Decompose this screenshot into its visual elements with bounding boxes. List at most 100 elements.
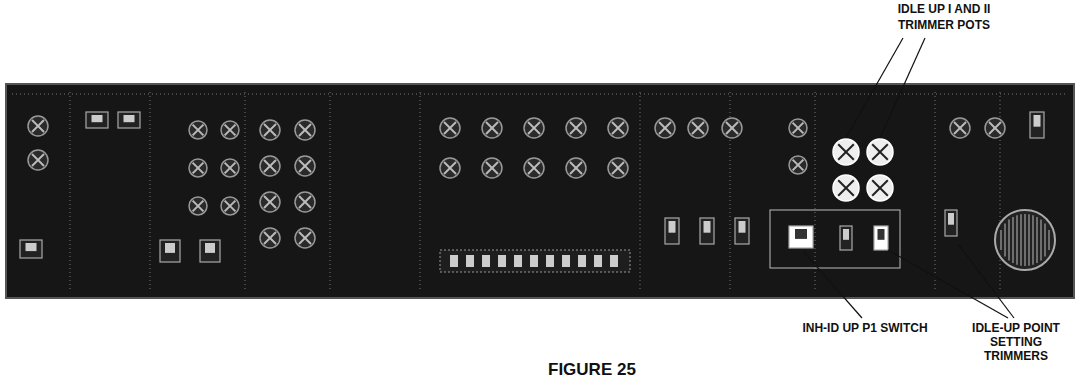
pot-slot bbox=[193, 125, 204, 136]
pot-slot bbox=[954, 122, 966, 134]
pot-slot bbox=[444, 122, 456, 134]
pot-slot bbox=[486, 122, 498, 134]
trimmer-pot bbox=[189, 197, 207, 215]
slide-switch bbox=[735, 218, 749, 244]
slide-switch bbox=[840, 226, 852, 250]
leader-line bbox=[804, 252, 862, 318]
trimmer-pot bbox=[833, 175, 859, 201]
switch-knob bbox=[739, 221, 746, 233]
trimmer-pot bbox=[260, 120, 280, 140]
grille-bar bbox=[1012, 217, 1014, 263]
pot-slot bbox=[32, 120, 44, 132]
slide-switch bbox=[20, 240, 42, 258]
connector-pin bbox=[450, 255, 458, 267]
pot-slot bbox=[570, 122, 582, 134]
grille-bar bbox=[1028, 214, 1030, 265]
leader-line bbox=[846, 38, 903, 138]
connector-pin bbox=[562, 255, 570, 267]
trimmer-pot bbox=[260, 228, 280, 248]
pot-slot bbox=[299, 196, 311, 208]
callout-label: IDLE UP I AND II bbox=[878, 2, 1010, 16]
pot-slot bbox=[444, 122, 456, 134]
pot-slot bbox=[612, 162, 624, 174]
trimmer-pot bbox=[524, 118, 544, 138]
grille-bar bbox=[1032, 215, 1034, 264]
switch-knob bbox=[205, 243, 215, 253]
slide-switch bbox=[700, 218, 714, 244]
section-divider bbox=[245, 92, 246, 292]
pot-slot bbox=[726, 122, 738, 134]
pot-slot bbox=[225, 125, 236, 136]
pot-slot bbox=[264, 124, 276, 136]
trimmer-pot bbox=[295, 192, 315, 212]
section-divider bbox=[70, 92, 71, 292]
trimmer-pot bbox=[566, 118, 586, 138]
pot-slot bbox=[486, 162, 498, 174]
trimmer-pot bbox=[789, 119, 807, 137]
pot-slot bbox=[264, 232, 276, 244]
trimmer-pot bbox=[867, 175, 893, 201]
figure-caption: FIGURE 25 bbox=[548, 360, 636, 380]
trimmer-pot bbox=[28, 116, 48, 136]
pot-slot bbox=[299, 232, 311, 244]
pot-slot bbox=[225, 163, 236, 174]
trimmer-pot bbox=[440, 118, 460, 138]
pot-slot bbox=[989, 122, 1001, 134]
pot-slot bbox=[793, 160, 804, 171]
pot-slot bbox=[32, 120, 44, 132]
trimmer-pot bbox=[295, 228, 315, 248]
pot-slot bbox=[528, 122, 540, 134]
trimmer-pot bbox=[295, 156, 315, 176]
pot-slot bbox=[193, 201, 204, 212]
trimmer-pot bbox=[608, 158, 628, 178]
section-divider bbox=[935, 92, 936, 292]
pot-slot bbox=[225, 163, 236, 174]
pot-slot bbox=[528, 162, 540, 174]
pot-slot bbox=[32, 154, 44, 166]
trimmer-pot bbox=[950, 118, 970, 138]
pot-slot bbox=[264, 160, 276, 172]
grille-bar bbox=[1020, 214, 1022, 265]
connector-pin bbox=[466, 255, 474, 267]
pot-slot bbox=[299, 196, 311, 208]
trimmer-pot bbox=[867, 139, 893, 165]
pot-slot bbox=[299, 160, 311, 172]
pot-slot bbox=[793, 123, 804, 134]
pot-slot bbox=[264, 160, 276, 172]
connector-pin bbox=[610, 255, 618, 267]
slide-switch bbox=[1030, 112, 1044, 138]
pot-slot bbox=[225, 125, 236, 136]
switch-knob bbox=[124, 115, 135, 122]
pot-slot bbox=[838, 144, 854, 160]
pot-slot bbox=[299, 124, 311, 136]
section-divider bbox=[330, 92, 331, 292]
pot-slot bbox=[264, 196, 276, 208]
pot-slot bbox=[612, 122, 624, 134]
pot-slot bbox=[659, 122, 671, 134]
grille-bar bbox=[1040, 220, 1042, 261]
connector-pin bbox=[578, 255, 586, 267]
trimmer-pot bbox=[28, 150, 48, 170]
trimmer-pot bbox=[688, 118, 708, 138]
switch-knob bbox=[843, 229, 849, 240]
pot-slot bbox=[872, 144, 888, 160]
leader-line bbox=[880, 38, 925, 138]
connector-pin bbox=[514, 255, 522, 267]
pot-slot bbox=[659, 122, 671, 134]
pot-slot bbox=[444, 162, 456, 174]
trimmer-pot bbox=[566, 158, 586, 178]
pot-slot bbox=[838, 144, 854, 160]
pot-slot bbox=[570, 162, 582, 174]
pot-slot bbox=[793, 123, 804, 134]
grille-bar bbox=[1048, 230, 1050, 250]
trimmer-pot bbox=[655, 118, 675, 138]
slide-switch bbox=[160, 240, 180, 262]
pot-slot bbox=[570, 122, 582, 134]
pot-slot bbox=[32, 154, 44, 166]
pot-slot bbox=[872, 180, 888, 196]
connector-pin bbox=[498, 255, 506, 267]
pot-slot bbox=[692, 122, 704, 134]
trimmer-pot bbox=[985, 118, 1005, 138]
pot-slot bbox=[299, 124, 311, 136]
panel-body bbox=[6, 84, 1074, 298]
